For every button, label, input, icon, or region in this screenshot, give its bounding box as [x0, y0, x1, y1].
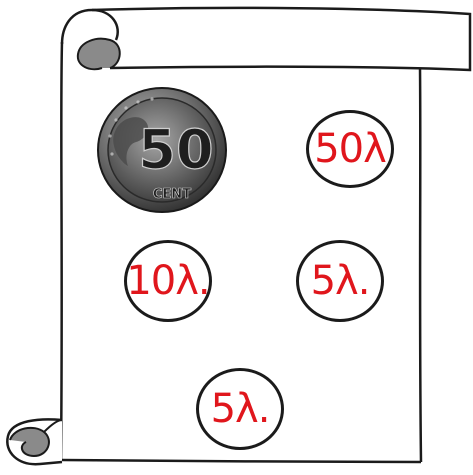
coin-label: 50λ: [314, 129, 386, 169]
coin-denomination: 50: [138, 118, 213, 181]
coin-circle-10[interactable]: 10λ.: [124, 240, 212, 322]
coin-label: 5λ.: [211, 389, 270, 429]
coin-label: 10λ.: [126, 261, 209, 301]
coin-circle-5-right[interactable]: 5λ.: [296, 240, 384, 322]
coin-circle-50[interactable]: 50λ: [306, 110, 394, 188]
coin-unit: CENT: [153, 187, 191, 202]
euro-coin-icon: 50 CENT: [96, 86, 228, 214]
coin-circle-5-bottom[interactable]: 5λ.: [196, 368, 284, 450]
coin-label: 5λ.: [311, 261, 370, 301]
